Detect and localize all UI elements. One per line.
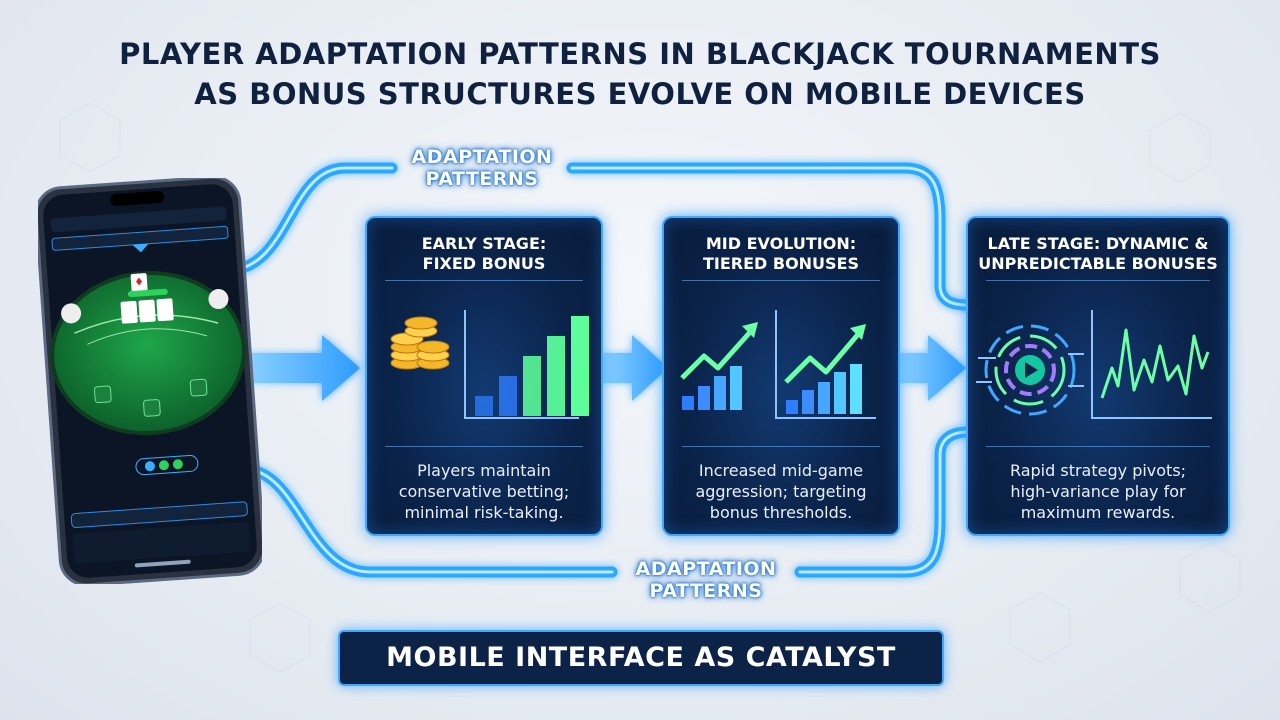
stage-card-late: LATE STAGE: DYNAMIC & UNPREDICTABLE BONU…: [966, 216, 1230, 536]
stage-desc-late-line-1: Rapid strategy pivots;: [1009, 461, 1187, 480]
stage-title-mid-line-1: MID EVOLUTION:: [705, 234, 857, 253]
card-divider-top: [385, 280, 583, 281]
stage-title-late-line-2: UNPREDICTABLE BONUSES: [978, 254, 1218, 273]
stage-desc-early-line-2: conservative betting;: [398, 482, 570, 501]
trend-up-chart: [784, 324, 866, 414]
stage-title-mid: MID EVOLUTION: TIERED BONUSES: [664, 234, 898, 274]
stage-title-early: EARLY STAGE: FIXED BONUS: [367, 234, 601, 274]
stage-desc-early-line-3: minimal risk-taking.: [404, 503, 564, 522]
page-title: PLAYER ADAPTATION PATTERNS IN BLACKJACK …: [0, 34, 1280, 114]
stage-card-early: EARLY STAGE: FIXED BONUS Players maintai…: [365, 216, 603, 536]
stage-title-early-line-2: FIXED BONUS: [422, 254, 546, 273]
footer-banner: MOBILE INTERFACE AS CATALYST: [338, 630, 944, 686]
mid-stage-graphic: [680, 310, 876, 419]
title-line-2: AS BONUS STRUCTURES EVOLVE ON MOBILE DEV…: [194, 77, 1086, 111]
card-divider-top: [682, 280, 880, 281]
volatility-line: [1100, 328, 1210, 399]
stage-desc-mid-line-1: Increased mid-game: [698, 461, 864, 480]
dynamic-play-icon: [976, 324, 1084, 416]
card-divider-bottom: [385, 446, 583, 447]
stage-desc-early: Players maintain conservative betting; m…: [377, 460, 591, 523]
card-divider-bottom: [682, 446, 880, 447]
stage-title-early-line-1: EARLY STAGE:: [421, 234, 547, 253]
arrow-mid-to-late: [898, 335, 966, 401]
early-bar: [523, 356, 541, 416]
stage-desc-early-line-1: Players maintain: [417, 461, 551, 480]
stage-title-mid-line-2: TIERED BONUSES: [702, 254, 860, 273]
top-flow-label: ADAPTATION PATTERNS: [392, 146, 572, 190]
top-flow-label-line-1: ADAPTATION: [411, 146, 553, 168]
coin-stack-icon: [390, 316, 450, 370]
early-bar: [547, 336, 565, 416]
early-bar: [571, 316, 589, 416]
bottom-flow-label-line-1: ADAPTATION: [635, 558, 777, 580]
stage-desc-late-line-2: high-variance play for: [1010, 482, 1186, 501]
title-line-1: PLAYER ADAPTATION PATTERNS IN BLACKJACK …: [119, 37, 1161, 71]
trend-up-icon: [680, 322, 758, 410]
bottom-flow-label: ADAPTATION PATTERNS: [612, 558, 800, 602]
stage-desc-late: Rapid strategy pivots; high-variance pla…: [978, 460, 1218, 523]
mobile-phone-illustration: [38, 178, 262, 584]
stage-desc-mid-line-2: aggression; targeting: [695, 482, 867, 501]
card-divider-top: [986, 280, 1210, 281]
early-bar: [499, 376, 517, 416]
bottom-flow-label-line-2: PATTERNS: [649, 580, 763, 602]
stage-desc-late-line-3: maximum rewards.: [1020, 503, 1176, 522]
stage-desc-mid-line-3: bonus thresholds.: [709, 503, 853, 522]
early-bar: [475, 396, 493, 416]
late-stage-graphic: [976, 310, 1212, 419]
card-divider-bottom: [986, 446, 1210, 447]
stage-card-mid: MID EVOLUTION: TIERED BONUSES Increased …: [662, 216, 900, 536]
stage-title-late-line-1: LATE STAGE: DYNAMIC &: [987, 234, 1209, 253]
arrow-phone-to-early: [242, 335, 360, 401]
early-stage-bars: [475, 316, 589, 416]
arrow-early-to-mid: [602, 335, 668, 401]
stage-desc-mid: Increased mid-game aggression; targeting…: [674, 460, 888, 523]
stage-title-late: LATE STAGE: DYNAMIC & UNPREDICTABLE BONU…: [968, 234, 1228, 274]
top-flow-label-line-2: PATTERNS: [425, 168, 539, 190]
early-stage-graphic: [390, 310, 589, 419]
